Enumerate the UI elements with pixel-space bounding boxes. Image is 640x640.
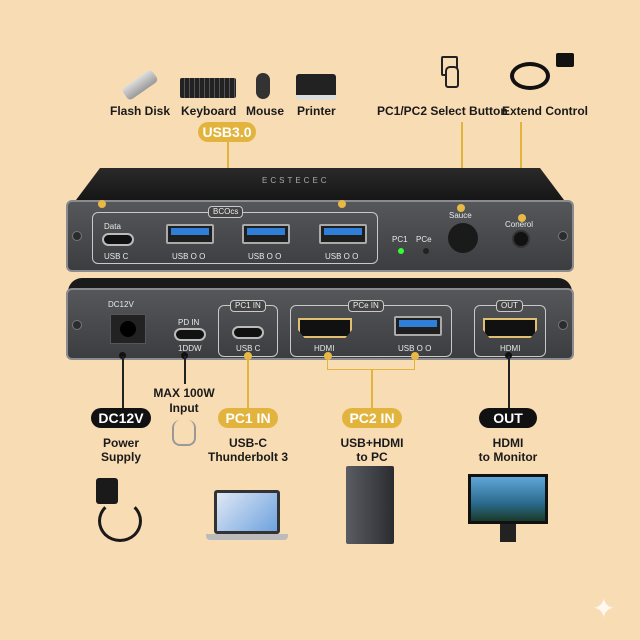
desktop-pc-icon (346, 466, 394, 544)
source-select-button[interactable] (448, 223, 478, 253)
pc2-desc-1: USB+HDMI (340, 436, 404, 450)
usb-connector-line (227, 142, 229, 182)
keyboard-icon (180, 78, 236, 98)
usb-a-label-3: USB O O (325, 252, 359, 261)
printer-icon (296, 74, 336, 100)
pd-in-label: PD IN (178, 318, 200, 327)
pc1-desc-1: USB-C (229, 436, 267, 450)
usb3-badge: USB3.0 (198, 122, 256, 142)
led-pc2-label: PCe (416, 235, 432, 244)
peripheral-flash-disk: Flash Disk (110, 104, 171, 118)
pc2-usb-port[interactable] (394, 316, 442, 336)
pc1-line (247, 356, 249, 408)
peripheral-keyboard: Keyboard (181, 104, 237, 118)
kvm-front-panel: BCOcs Data USB C USB O O USB O O USB O O… (66, 200, 574, 272)
usb-c-data-port[interactable] (102, 233, 134, 246)
pc2-in-badge: PC2 IN (342, 408, 402, 428)
flash-disk-icon (121, 68, 159, 102)
usb-a-port-1[interactable] (166, 224, 214, 244)
usb-a-port-3[interactable] (319, 224, 367, 244)
out-hdmi-port[interactable] (483, 318, 537, 338)
monitor-icon (468, 474, 548, 524)
power-cable-icon (98, 500, 142, 542)
pc1-desc-2: Thunderbolt 3 (208, 450, 288, 464)
callout-dot (505, 352, 512, 359)
pc1-in-badge: PC1 IN (218, 408, 278, 428)
usb-a-port-2[interactable] (242, 224, 290, 244)
usb-c-label: USB C (104, 252, 129, 261)
screw-icon (558, 320, 568, 330)
out-desc-2: to Monitor (478, 450, 538, 464)
callout-dot (181, 352, 188, 359)
pc1-group-tag: PC1 IN (230, 300, 266, 312)
callout-dot (324, 352, 332, 360)
kvm-rear-panel: DC12V PD IN 1DDW PC1 IN USB C PCe IN HDM… (66, 288, 574, 360)
laptop-icon (214, 490, 280, 534)
callout-dot (411, 352, 419, 360)
dc12v-badge: DC12V (91, 408, 151, 428)
dc-power-jack[interactable] (110, 314, 146, 344)
select-line (461, 122, 463, 206)
extend-control-cable-icon (510, 62, 550, 90)
out-port-label: HDMI (500, 344, 521, 353)
callout-dot (338, 200, 346, 208)
pd-line (184, 356, 186, 384)
usb-a-label-1: USB O O (172, 252, 206, 261)
led-pc2-icon (423, 248, 429, 254)
dc-line (122, 356, 124, 408)
max-power-label: MAX 100W Input (153, 386, 215, 415)
pc1-usb-c-port[interactable] (232, 326, 264, 339)
sparkle-icon: ✦ (592, 593, 616, 624)
select-button-label: PC1/PC2 Select Button (377, 104, 508, 118)
usb-group-tag: BCOcs (208, 206, 244, 218)
out-line (508, 356, 510, 408)
screw-icon (558, 231, 568, 241)
led-pc1-label: PC1 (392, 235, 408, 244)
control-label: Conerol (505, 220, 534, 229)
out-badge: OUT (479, 408, 537, 428)
monitor-stand-icon (500, 524, 516, 542)
control-jack[interactable] (512, 230, 530, 248)
pc2-usb-label: USB O O (398, 344, 432, 353)
callout-dot (119, 352, 126, 359)
out-desc-1: HDMI (492, 436, 524, 450)
pc2-hdmi-label: HDMI (314, 344, 335, 353)
peripheral-mouse: Mouse (246, 104, 285, 118)
pc1-port-label: USB C (236, 344, 261, 353)
extend-control-label: Extend Control (502, 104, 588, 118)
dc-desc-2: Supply (100, 450, 141, 464)
pd-in-port[interactable] (174, 328, 206, 341)
brand-logo: ECSTECEC (262, 176, 330, 185)
source-label: Sauce (449, 211, 472, 220)
pc2-group-tag: PCe IN (348, 300, 384, 312)
usb-a-label-2: USB O O (248, 252, 282, 261)
extend-control-box-icon (556, 53, 574, 67)
screw-icon (72, 231, 82, 241)
laptop-base-icon (206, 534, 288, 540)
pc2-bracket (327, 356, 415, 370)
hand-icon (445, 66, 459, 88)
screw-icon (72, 320, 82, 330)
led-pc1-icon (398, 248, 404, 254)
data-label: Data (104, 222, 121, 231)
dc-label: DC12V (108, 300, 134, 309)
out-group-tag: OUT (496, 300, 523, 312)
usb-c-cable-icon (172, 420, 196, 446)
power-adapter-icon (96, 478, 118, 504)
pc2-desc-2: to PC (356, 450, 388, 464)
callout-dot (518, 214, 526, 222)
pc2-hdmi-port[interactable] (298, 318, 352, 338)
callout-dot (457, 204, 465, 212)
dc-desc-1: Power (102, 436, 139, 450)
peripheral-printer: Printer (297, 104, 336, 118)
mouse-icon (256, 73, 270, 99)
pd-watt-label: 1DDW (178, 344, 202, 353)
callout-dot (98, 200, 106, 208)
pc2-line (371, 370, 373, 408)
